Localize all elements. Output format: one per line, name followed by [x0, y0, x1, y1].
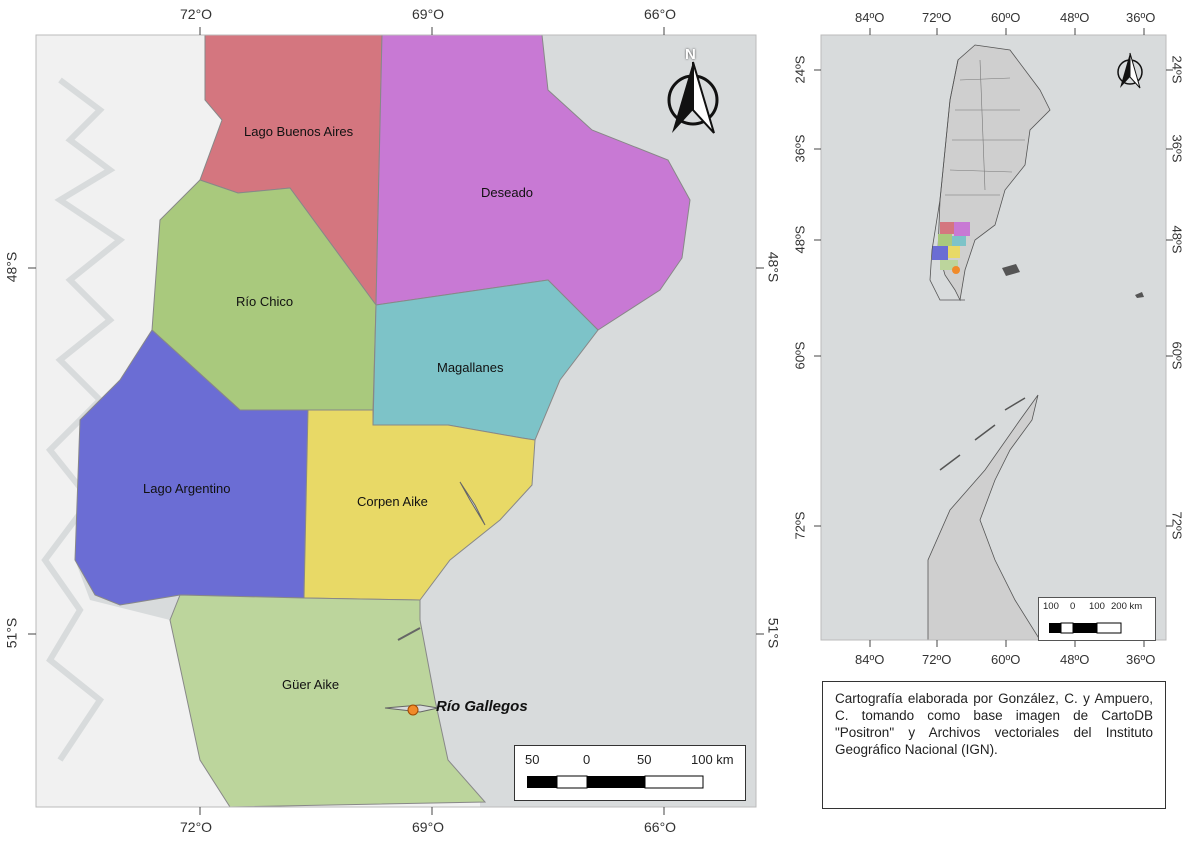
inset-sc-6 — [948, 246, 960, 258]
scale-label-0: 0 — [583, 752, 591, 767]
scale-bar-graphic — [527, 775, 704, 789]
inset-top-lon-3: 48ºO — [1060, 10, 1090, 25]
inset-left-lat-4: 72ºS — [792, 511, 808, 540]
inset-antarctic-islands — [939, 397, 1026, 471]
dept-label-lago-argentino: Lago Argentino — [143, 481, 231, 496]
scale-label-100km: 100 km — [691, 752, 734, 767]
dept-lago-argentino — [74, 329, 309, 606]
inset-islands — [1002, 264, 1020, 276]
city-label-rio-gallegos: Río Gallegos — [436, 698, 528, 715]
main-left-lat-0: 48°S — [3, 251, 20, 283]
inset-right-lat-3: 60ºS — [1169, 341, 1185, 370]
main-frame — [35, 34, 757, 808]
chile-fjords — [41, 77, 126, 762]
inset-bottom-lon-2: 60ºO — [991, 652, 1021, 667]
chile-land — [36, 35, 230, 807]
main-map — [28, 27, 764, 815]
inset-sc-3 — [938, 234, 952, 246]
inset-left-lat-3: 60ºS — [792, 341, 808, 370]
inset-sc-1 — [940, 222, 954, 234]
inset-top-lon-0: 84ºO — [855, 10, 885, 25]
inset-sc-4 — [952, 236, 966, 246]
main-scale-bar: 50 0 50 100 km — [514, 745, 746, 801]
inset-bottom-lon-0: 84ºO — [855, 652, 885, 667]
inset-scale-label-100-right: 100 — [1089, 601, 1105, 612]
inset-chile-border — [929, 59, 965, 301]
inset-right-lat-4: 72ºS — [1169, 511, 1185, 540]
north-arrow-icon — [667, 61, 719, 134]
inset-top-lon-1: 72ºO — [922, 10, 952, 25]
dept-label-guer-aike: Güer Aike — [282, 677, 340, 692]
inset-left-lat-1: 36ºS — [792, 134, 808, 163]
dept-label-deseado: Deseado — [481, 185, 534, 200]
main-ticks — [28, 27, 764, 815]
dept-label-magallanes: Magallanes — [437, 360, 504, 375]
inset-bottom-lon-3: 48ºO — [1060, 652, 1090, 667]
inset-frame — [820, 34, 1167, 641]
main-bottom-lon-1: 69°O — [412, 819, 445, 835]
inset-right-lat-2: 48ºS — [1169, 225, 1185, 254]
inset-top-lon-4: 36ºO — [1126, 10, 1156, 25]
scale-label-50-right: 50 — [637, 752, 652, 767]
dept-label-corpen-aike: Corpen Aike — [357, 494, 428, 509]
inset-top-lon-2: 60ºO — [991, 10, 1021, 25]
inset-scale-graphic — [1049, 622, 1122, 634]
main-top-lon-1: 69°O — [412, 6, 445, 22]
north-label: N — [685, 46, 696, 63]
inset-city-marker — [952, 266, 960, 274]
inset-map — [814, 28, 1173, 647]
inset-scale-label-0: 0 — [1070, 601, 1076, 612]
dept-label-rio-chico: Río Chico — [236, 294, 294, 309]
main-top-lon-2: 66°O — [644, 6, 677, 22]
dept-guer-aike — [169, 594, 487, 808]
inset-sc-7 — [940, 260, 958, 270]
inset-provinces — [945, 59, 1025, 196]
inset-left-lat-2: 48ºS — [792, 225, 808, 254]
scale-label-50-left: 50 — [525, 752, 540, 767]
inset-scale-label-200km: 200 km — [1111, 601, 1143, 612]
inset-ticks — [814, 28, 1173, 647]
city-marker — [407, 704, 419, 716]
inset-right-lat-0: 24ºS — [1169, 55, 1185, 84]
main-top-lon-0: 72°O — [180, 6, 213, 22]
inset-scale-label-100-left: 100 — [1043, 601, 1059, 612]
estuary-deseado — [459, 481, 486, 526]
main-left-lat-1: 51°S — [3, 617, 20, 649]
inset-south-georgia — [1135, 292, 1144, 298]
inset-left-lat-0: 24ºS — [792, 55, 808, 84]
inset-sc-2 — [954, 222, 970, 236]
inset-bottom-lon-1: 72ºO — [922, 652, 952, 667]
inset-sc-5 — [932, 246, 948, 260]
main-bottom-lon-0: 72°O — [180, 819, 213, 835]
inset-scale-bar: 100 0 100 200 km — [1038, 597, 1156, 641]
dept-label-lago-buenos-aires: Lago Buenos Aires — [244, 124, 354, 139]
inset-bottom-lon-4: 36ºO — [1126, 652, 1156, 667]
main-right-lat-1: 51°S — [765, 617, 782, 649]
inset-north-arrow-icon — [1117, 52, 1143, 89]
main-right-lat-0: 48°S — [765, 251, 782, 283]
main-bottom-lon-2: 66°O — [644, 819, 677, 835]
inset-antarctica — [927, 394, 1041, 641]
estuary-coyle — [397, 627, 421, 641]
inset-right-lat-1: 36ºS — [1169, 134, 1185, 163]
credit-text: Cartografía elaborada por González, C. y… — [822, 681, 1166, 809]
